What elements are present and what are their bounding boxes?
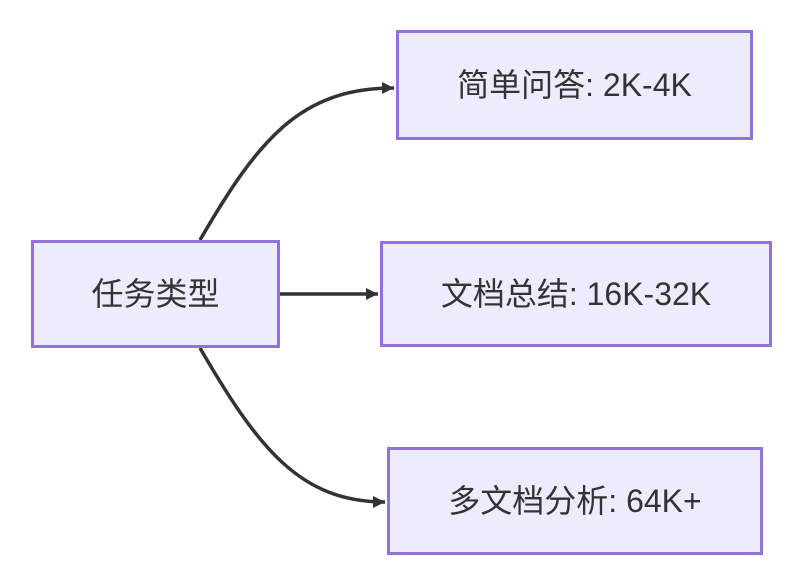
node-doc-summary-label: 文档总结: 16K-32K bbox=[440, 275, 712, 312]
edge-root-to-multi-doc-analysis bbox=[198, 347, 386, 508]
node-task-type: 任务类型 bbox=[31, 240, 280, 348]
node-multi-doc-analysis-label: 多文档分析: 64K+ bbox=[448, 482, 702, 519]
node-multi-doc-analysis: 多文档分析: 64K+ bbox=[387, 447, 763, 555]
edge-root-to-simple-qa bbox=[198, 82, 395, 241]
node-task-type-label: 任务类型 bbox=[91, 275, 220, 312]
node-simple-qa-label: 简单问答: 2K-4K bbox=[457, 66, 692, 103]
node-simple-qa: 简单问答: 2K-4K bbox=[396, 30, 753, 140]
node-doc-summary: 文档总结: 16K-32K bbox=[380, 241, 772, 347]
